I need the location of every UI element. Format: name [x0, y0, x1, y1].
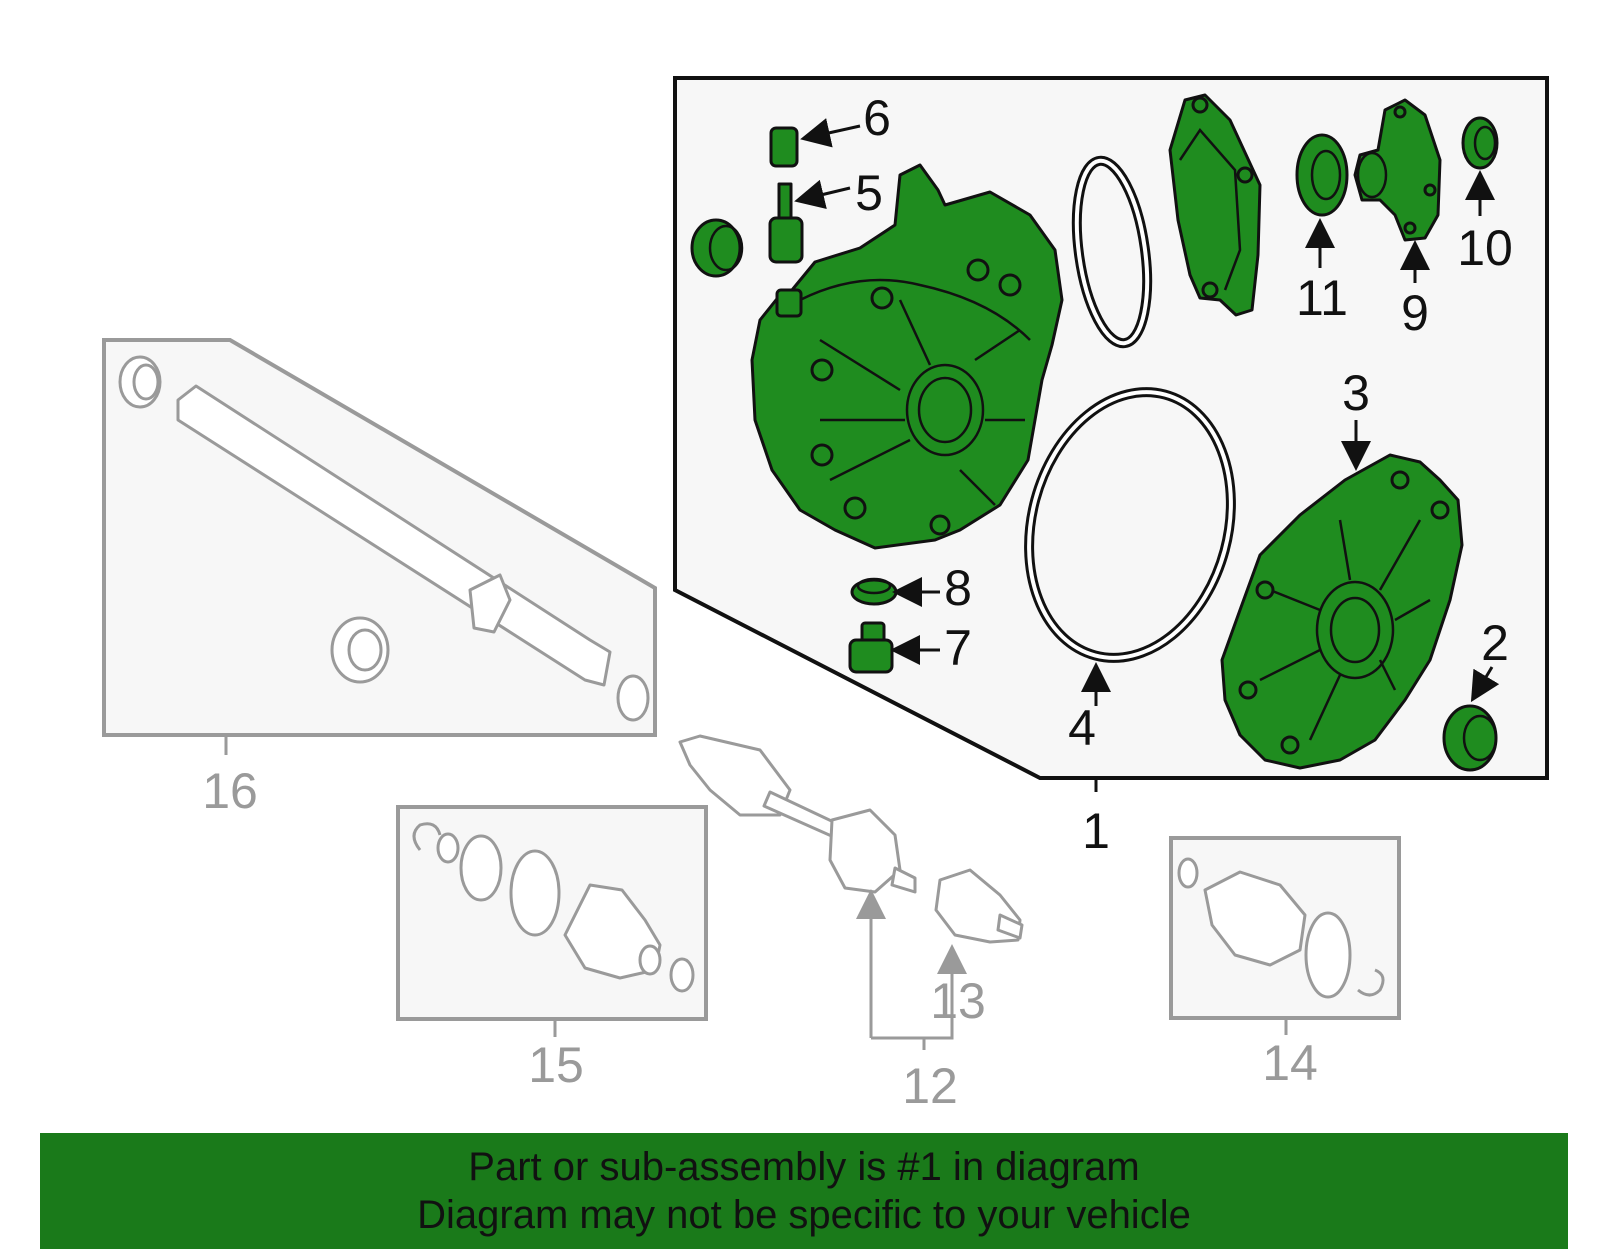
callout-13: 13 — [930, 973, 986, 1029]
callout-16: 16 — [202, 763, 258, 819]
half-shaft-assembly[interactable] — [678, 734, 1024, 944]
part-seal-left[interactable] — [690, 218, 744, 278]
callout-8: 8 — [944, 560, 972, 616]
callout-3: 3 — [1342, 365, 1370, 421]
part-3-rear-cover[interactable] — [1220, 453, 1464, 770]
leader-lines-active — [794, 118, 1500, 792]
callout-2: 2 — [1481, 615, 1509, 671]
part-9-flange[interactable] — [1353, 98, 1442, 242]
panel-16-axle-shaft — [102, 338, 657, 737]
callout-15: 15 — [528, 1037, 584, 1093]
panel-14-boot-kit — [1169, 836, 1401, 1020]
callout-14: 14 — [1262, 1035, 1318, 1091]
callout-9: 9 — [1401, 285, 1429, 341]
callout-11: 11 — [1296, 270, 1348, 326]
banner-line-2: Diagram may not be specific to your vehi… — [417, 1193, 1191, 1237]
part-10-seal[interactable] — [1461, 116, 1499, 170]
part-o-ring-upper[interactable] — [1067, 155, 1158, 349]
panel-15-boot-kit — [396, 805, 708, 1021]
callout-1: 1 — [1082, 803, 1110, 859]
differential-housing[interactable] — [750, 163, 1064, 550]
callout-4: 4 — [1068, 700, 1096, 756]
callout-12: 12 — [902, 1058, 958, 1114]
banner-line-1: Part or sub-assembly is #1 in diagram — [468, 1145, 1140, 1189]
info-banner: Part or sub-assembly is #1 in diagram Di… — [40, 1133, 1568, 1249]
part-8-ring[interactable] — [850, 577, 898, 606]
part-11-seal[interactable] — [1295, 133, 1349, 217]
part-5-plug[interactable] — [768, 182, 804, 264]
leader-lines-12-13 — [856, 889, 967, 1050]
callout-10: 10 — [1457, 220, 1513, 276]
part-6-cap[interactable] — [769, 126, 799, 168]
callout-7: 7 — [944, 620, 972, 676]
part-cover-plate[interactable] — [1168, 93, 1262, 317]
part-2-seal[interactable] — [1442, 704, 1498, 772]
part-4-gasket[interactable] — [1000, 369, 1259, 681]
callout-5: 5 — [855, 165, 883, 221]
callout-6: 6 — [863, 90, 891, 146]
